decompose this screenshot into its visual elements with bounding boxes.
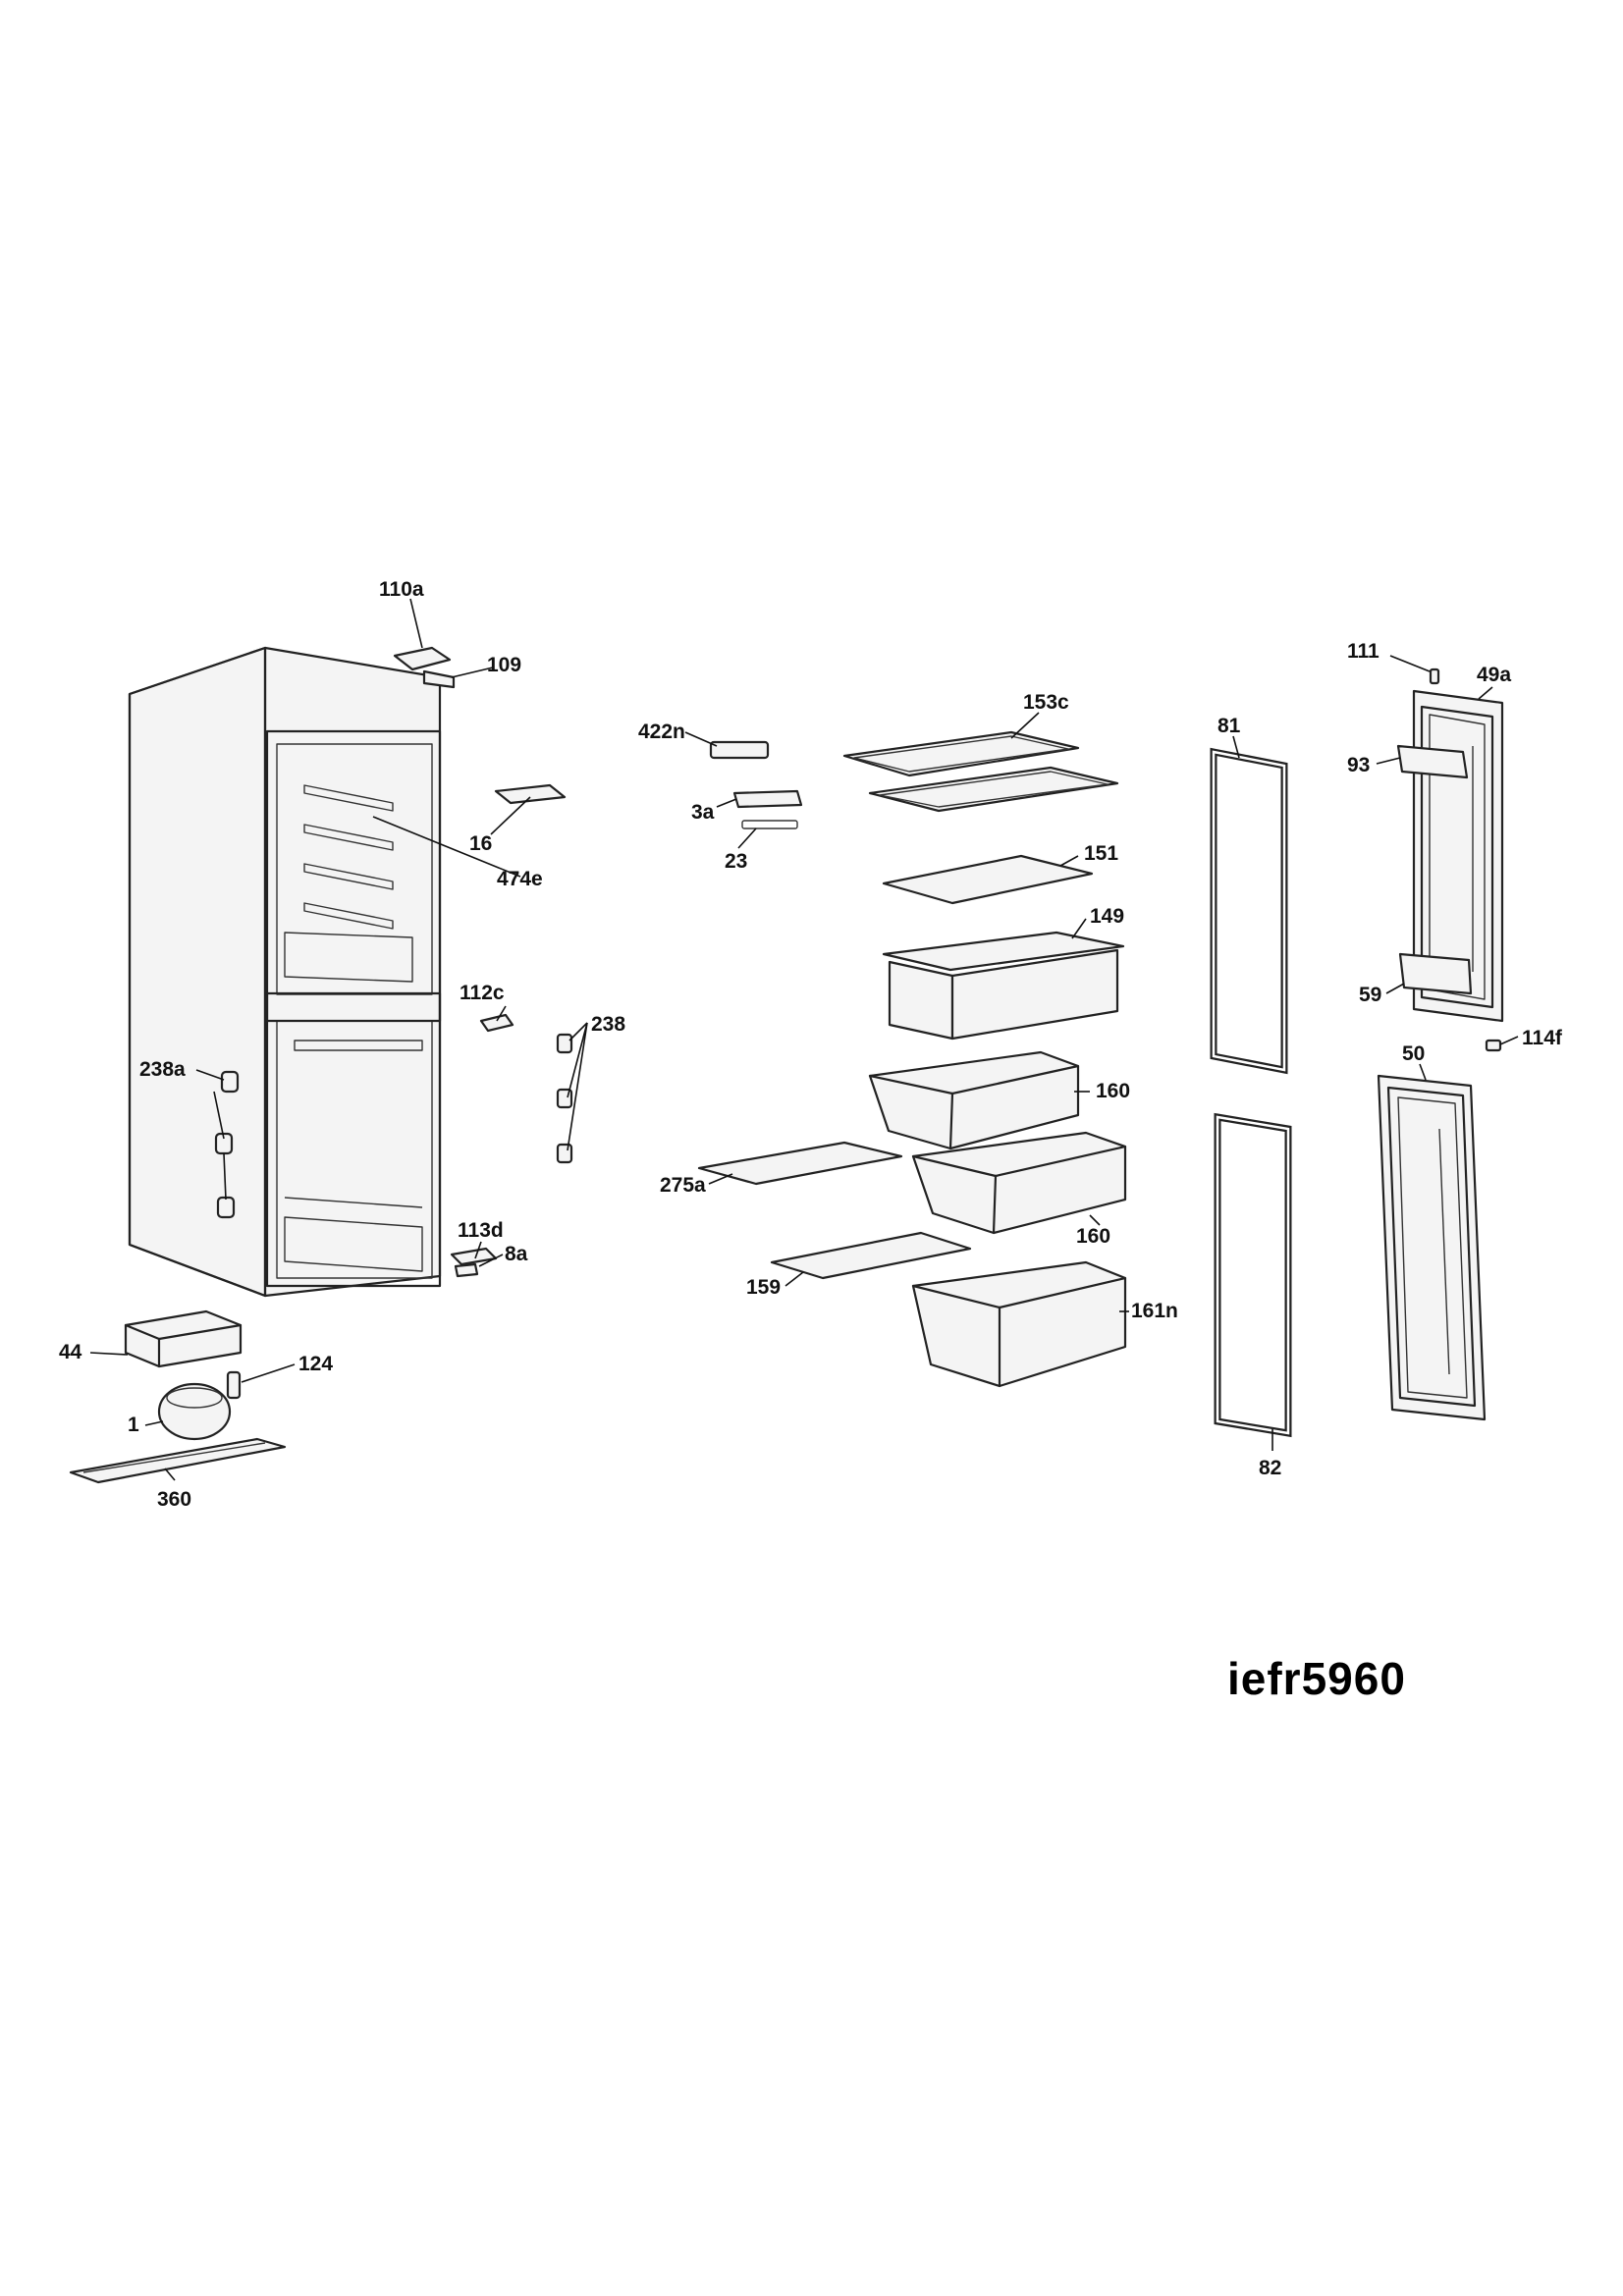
door-balcony-93 (1396, 744, 1469, 779)
callout-153c: 153c (1023, 691, 1069, 714)
callout-238: 238 (591, 1013, 625, 1036)
door-gasket-82 (1214, 1112, 1292, 1438)
callout-238a: 238a (139, 1058, 186, 1081)
callout-474e: 474e (497, 868, 543, 890)
callout-124: 124 (298, 1353, 333, 1375)
compressor-base-plate (69, 1437, 287, 1484)
callout-275a: 275a (660, 1174, 706, 1197)
adjustable-feet-left (214, 1070, 240, 1219)
lamp-part (741, 820, 798, 829)
leader-lines (89, 598, 1519, 1481)
callout-8a: 8a (505, 1243, 528, 1265)
glass-shelf-153c (842, 730, 1119, 813)
callout-16: 16 (469, 832, 492, 855)
hinge-pin-114f (1485, 1039, 1502, 1052)
callout-50: 50 (1402, 1042, 1425, 1065)
light-cover-part (709, 740, 770, 760)
drawer-160-bottom (911, 1131, 1127, 1235)
callout-360: 360 (157, 1488, 191, 1511)
evaporator-tray (124, 1309, 243, 1368)
bottom-hinge-part (450, 1247, 498, 1278)
callout-112c: 112c (460, 982, 505, 1004)
door-balcony-59 (1398, 952, 1473, 995)
cabinet-body (128, 646, 442, 1298)
door-pin-111 (1429, 667, 1440, 685)
drawer-161n (911, 1260, 1127, 1388)
callout-3a: 3a (691, 801, 715, 824)
glass-plate-159 (770, 1231, 972, 1280)
callout-49a: 49a (1477, 664, 1511, 686)
callout-109: 109 (487, 654, 521, 676)
small-clip-part (479, 1013, 514, 1033)
callout-93: 93 (1347, 754, 1370, 776)
callout-113d: 113d (458, 1219, 504, 1242)
callout-151: 151 (1084, 842, 1118, 865)
callout-82: 82 (1259, 1457, 1281, 1479)
callout-1: 1 (128, 1414, 139, 1436)
callout-59: 59 (1359, 984, 1381, 1006)
top-hinge-part (393, 646, 456, 689)
drawer-160-top (868, 1050, 1080, 1150)
callout-160-bottom: 160 (1076, 1225, 1110, 1248)
glass-shelf-151 (882, 854, 1094, 905)
thermostat-housing-part (732, 789, 803, 809)
callout-114f: 114f (1522, 1027, 1563, 1049)
door-gasket-81 (1210, 747, 1288, 1075)
callout-160-top: 160 (1096, 1080, 1130, 1102)
callout-159: 159 (746, 1276, 781, 1299)
crisper-box-149 (882, 931, 1125, 1041)
callout-44: 44 (59, 1341, 82, 1363)
callout-110a: 110a (379, 578, 424, 601)
callout-422n: 422n (638, 721, 685, 743)
lower-door-50 (1377, 1074, 1487, 1421)
glass-plate-275a (697, 1141, 903, 1186)
callout-161n: 161n (1131, 1300, 1178, 1322)
callout-111: 111 (1347, 640, 1380, 663)
shelf-bracket-part (494, 783, 567, 805)
compressor (157, 1382, 232, 1441)
callout-81: 81 (1217, 715, 1241, 737)
callout-23: 23 (725, 850, 747, 873)
relay-part (226, 1370, 242, 1400)
model-code: iefr5960 (1227, 1653, 1406, 1704)
callout-149: 149 (1090, 905, 1124, 928)
